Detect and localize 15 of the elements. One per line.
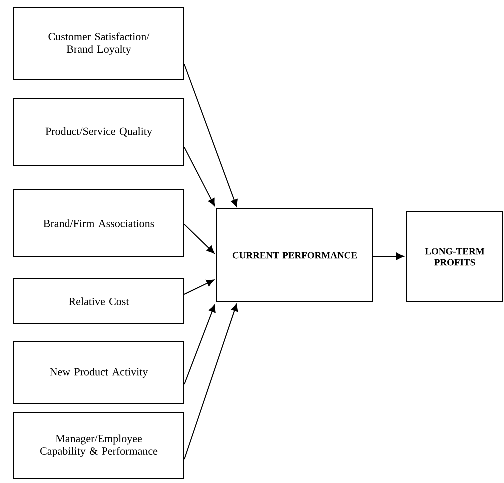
factor-box: Brand/Firm Associations [14,190,184,258]
result-box: LONG-TERM PROFITS [406,212,504,302]
factor-box: New Product Activity [14,342,184,404]
arrow [184,224,215,254]
arrow [184,147,216,206]
arrow [184,304,216,385]
factor-box: Customer Satisfaction/ Brand Loyalty [14,8,184,80]
arrow [184,64,238,208]
factor-box: Product/Service Quality [14,98,184,166]
arrow [184,304,238,460]
arrow [184,280,214,295]
factor-box: Relative Cost [14,278,184,324]
result-box: CURRENT PERFORMANCE [216,208,374,302]
factor-box: Manager/Employee Capability & Performance [14,412,184,480]
arrow [373,252,404,260]
